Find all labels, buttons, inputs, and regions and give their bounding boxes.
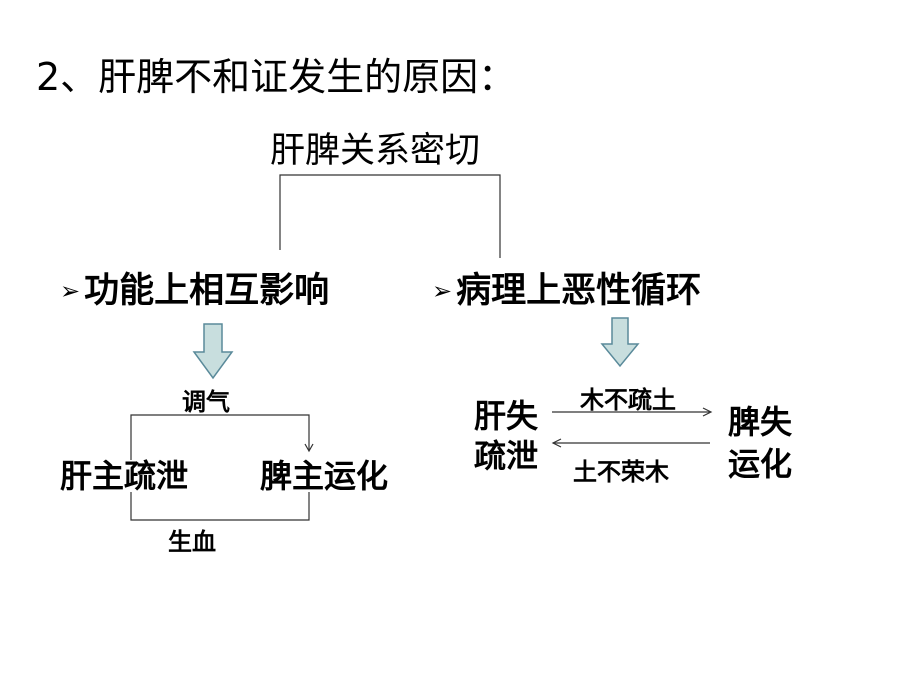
node-spleen-loss-line1: 脾失: [728, 403, 793, 441]
cycle-bottom-line: [130, 492, 310, 521]
label-wood-not-dredge-earth: 木不疏土: [580, 386, 676, 414]
arrow-wood-to-earth-head-icon: [702, 407, 713, 417]
node-liver-dispersion: 肝主疏泄: [60, 457, 189, 495]
node-liver-loss-line2: 疏泄: [474, 437, 539, 475]
node-spleen-transport: 脾主运化: [260, 457, 389, 495]
label-generate-blood: 生血: [168, 528, 216, 556]
bullet-function-interaction: ➢功能上相互影响: [60, 274, 329, 309]
label-earth-not-nourish-wood: 土不荣木: [573, 458, 669, 486]
right-down-arrow-icon: [600, 317, 640, 368]
page-title: 2、肝脾不和证发生的原因：: [36, 55, 517, 99]
label-regulate-qi: 调气: [182, 388, 230, 416]
node-spleen-loss-line2: 运化: [728, 445, 793, 483]
function-interaction-label: 功能上相互影响: [84, 271, 330, 311]
pathological-cycle-label: 病理上恶性循环: [456, 271, 702, 311]
arrow-earth-to-wood-head-icon: [551, 438, 562, 448]
node-liver-loss-line1: 肝失: [474, 397, 539, 435]
bullet-pathological-cycle: ➢病理上恶性循环: [432, 274, 701, 309]
bullet-arrow-icon: ➢: [60, 277, 81, 305]
cycle-top-arrowhead-icon: [304, 443, 314, 453]
bullet-arrow-icon: ➢: [432, 277, 453, 305]
top-bracket: [279, 174, 501, 258]
top-node-liver-spleen-relation: 肝脾关系密切: [270, 131, 481, 171]
left-down-arrow-icon: [192, 323, 234, 380]
cycle-top-line: [130, 414, 310, 460]
